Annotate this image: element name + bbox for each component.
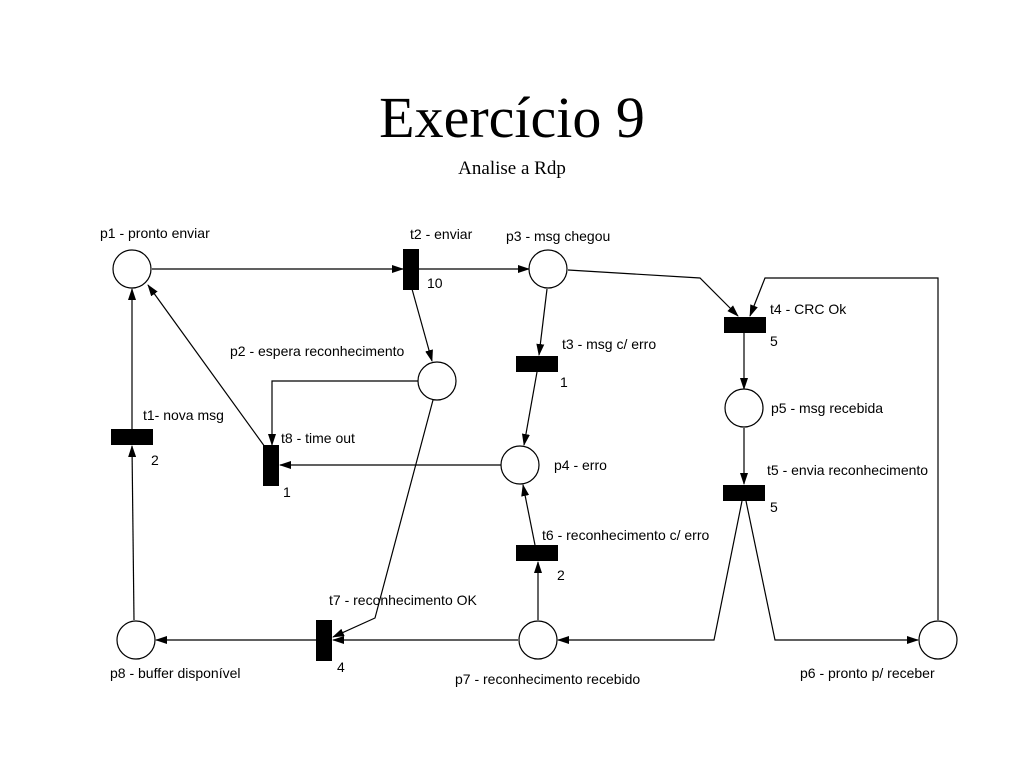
transition-t5-delay: 5 [770, 499, 778, 515]
place-p3 [528, 249, 568, 289]
transition-t3-label: t3 - msg c/ erro [562, 336, 656, 352]
transition-t7 [316, 620, 332, 661]
transition-t6-label: t6 - reconhecimento c/ erro [542, 527, 710, 543]
arc-p3-t4 [567, 269, 739, 317]
transition-t2 [403, 249, 419, 290]
place-p8-label: p8 - buffer disponível [110, 665, 241, 681]
arc-t2-p2 [411, 288, 433, 362]
arc-p6-t4 [749, 277, 939, 620]
place-p1 [112, 249, 152, 289]
arc-p2-t7 [332, 399, 434, 638]
place-p7-label: p7 - reconhecimento recebido [455, 671, 640, 687]
place-p1-label: p1 - pronto enviar [100, 225, 210, 241]
transition-t5-label: t5 - envia reconhecimento [767, 462, 928, 478]
place-p6-label: p6 - pronto p/ receber [800, 665, 935, 681]
place-p4-label: p4 - erro [554, 457, 607, 473]
arc-t5-p6 [745, 500, 919, 644]
transition-t3 [516, 356, 558, 372]
place-p4 [500, 445, 540, 485]
place-p2-label: p2 - espera reconhecimento [230, 343, 405, 359]
transition-t6-delay: 2 [557, 567, 565, 583]
slide-subtitle: Analise a Rdp [458, 158, 566, 179]
arc-t8-p1 [147, 284, 266, 448]
arc-p3-t3 [536, 288, 548, 356]
transition-t8-delay: 1 [283, 484, 291, 500]
transition-t6 [516, 545, 558, 561]
transition-t1-label: t1- nova msg [143, 407, 224, 423]
transition-t5 [723, 485, 765, 501]
transition-t8 [263, 445, 279, 486]
place-p8 [116, 620, 156, 660]
transition-t7-label: t7 - reconhecimento OK [329, 592, 478, 608]
transition-t2-delay: 10 [427, 275, 443, 291]
slide-title: Exercício 9 [379, 85, 645, 150]
arc-t3-p4 [521, 371, 538, 446]
transition-t4-delay: 5 [770, 333, 778, 349]
transition-t2-label: t2 - enviar [410, 226, 473, 242]
place-p3-label: p3 - msg chegou [506, 228, 610, 244]
transition-t4 [724, 317, 766, 333]
transition-t1 [111, 429, 153, 445]
transition-t1-delay: 2 [151, 452, 159, 468]
place-p5 [724, 388, 764, 428]
place-p6 [918, 620, 958, 660]
arc-t5-p7 [557, 500, 743, 644]
place-p7 [518, 620, 558, 660]
arc-p8-t1 [128, 445, 137, 621]
arc-p2-t8 [268, 380, 418, 446]
transition-t3-delay: 1 [560, 374, 568, 390]
arc-t6-p4 [521, 484, 536, 546]
transition-t4-label: t4 - CRC Ok [770, 301, 847, 317]
place-p2 [417, 361, 457, 401]
transition-t7-delay: 4 [337, 659, 345, 675]
transition-t8-label: t8 - time out [281, 430, 355, 446]
place-p5-label: p5 - msg recebida [771, 400, 883, 416]
